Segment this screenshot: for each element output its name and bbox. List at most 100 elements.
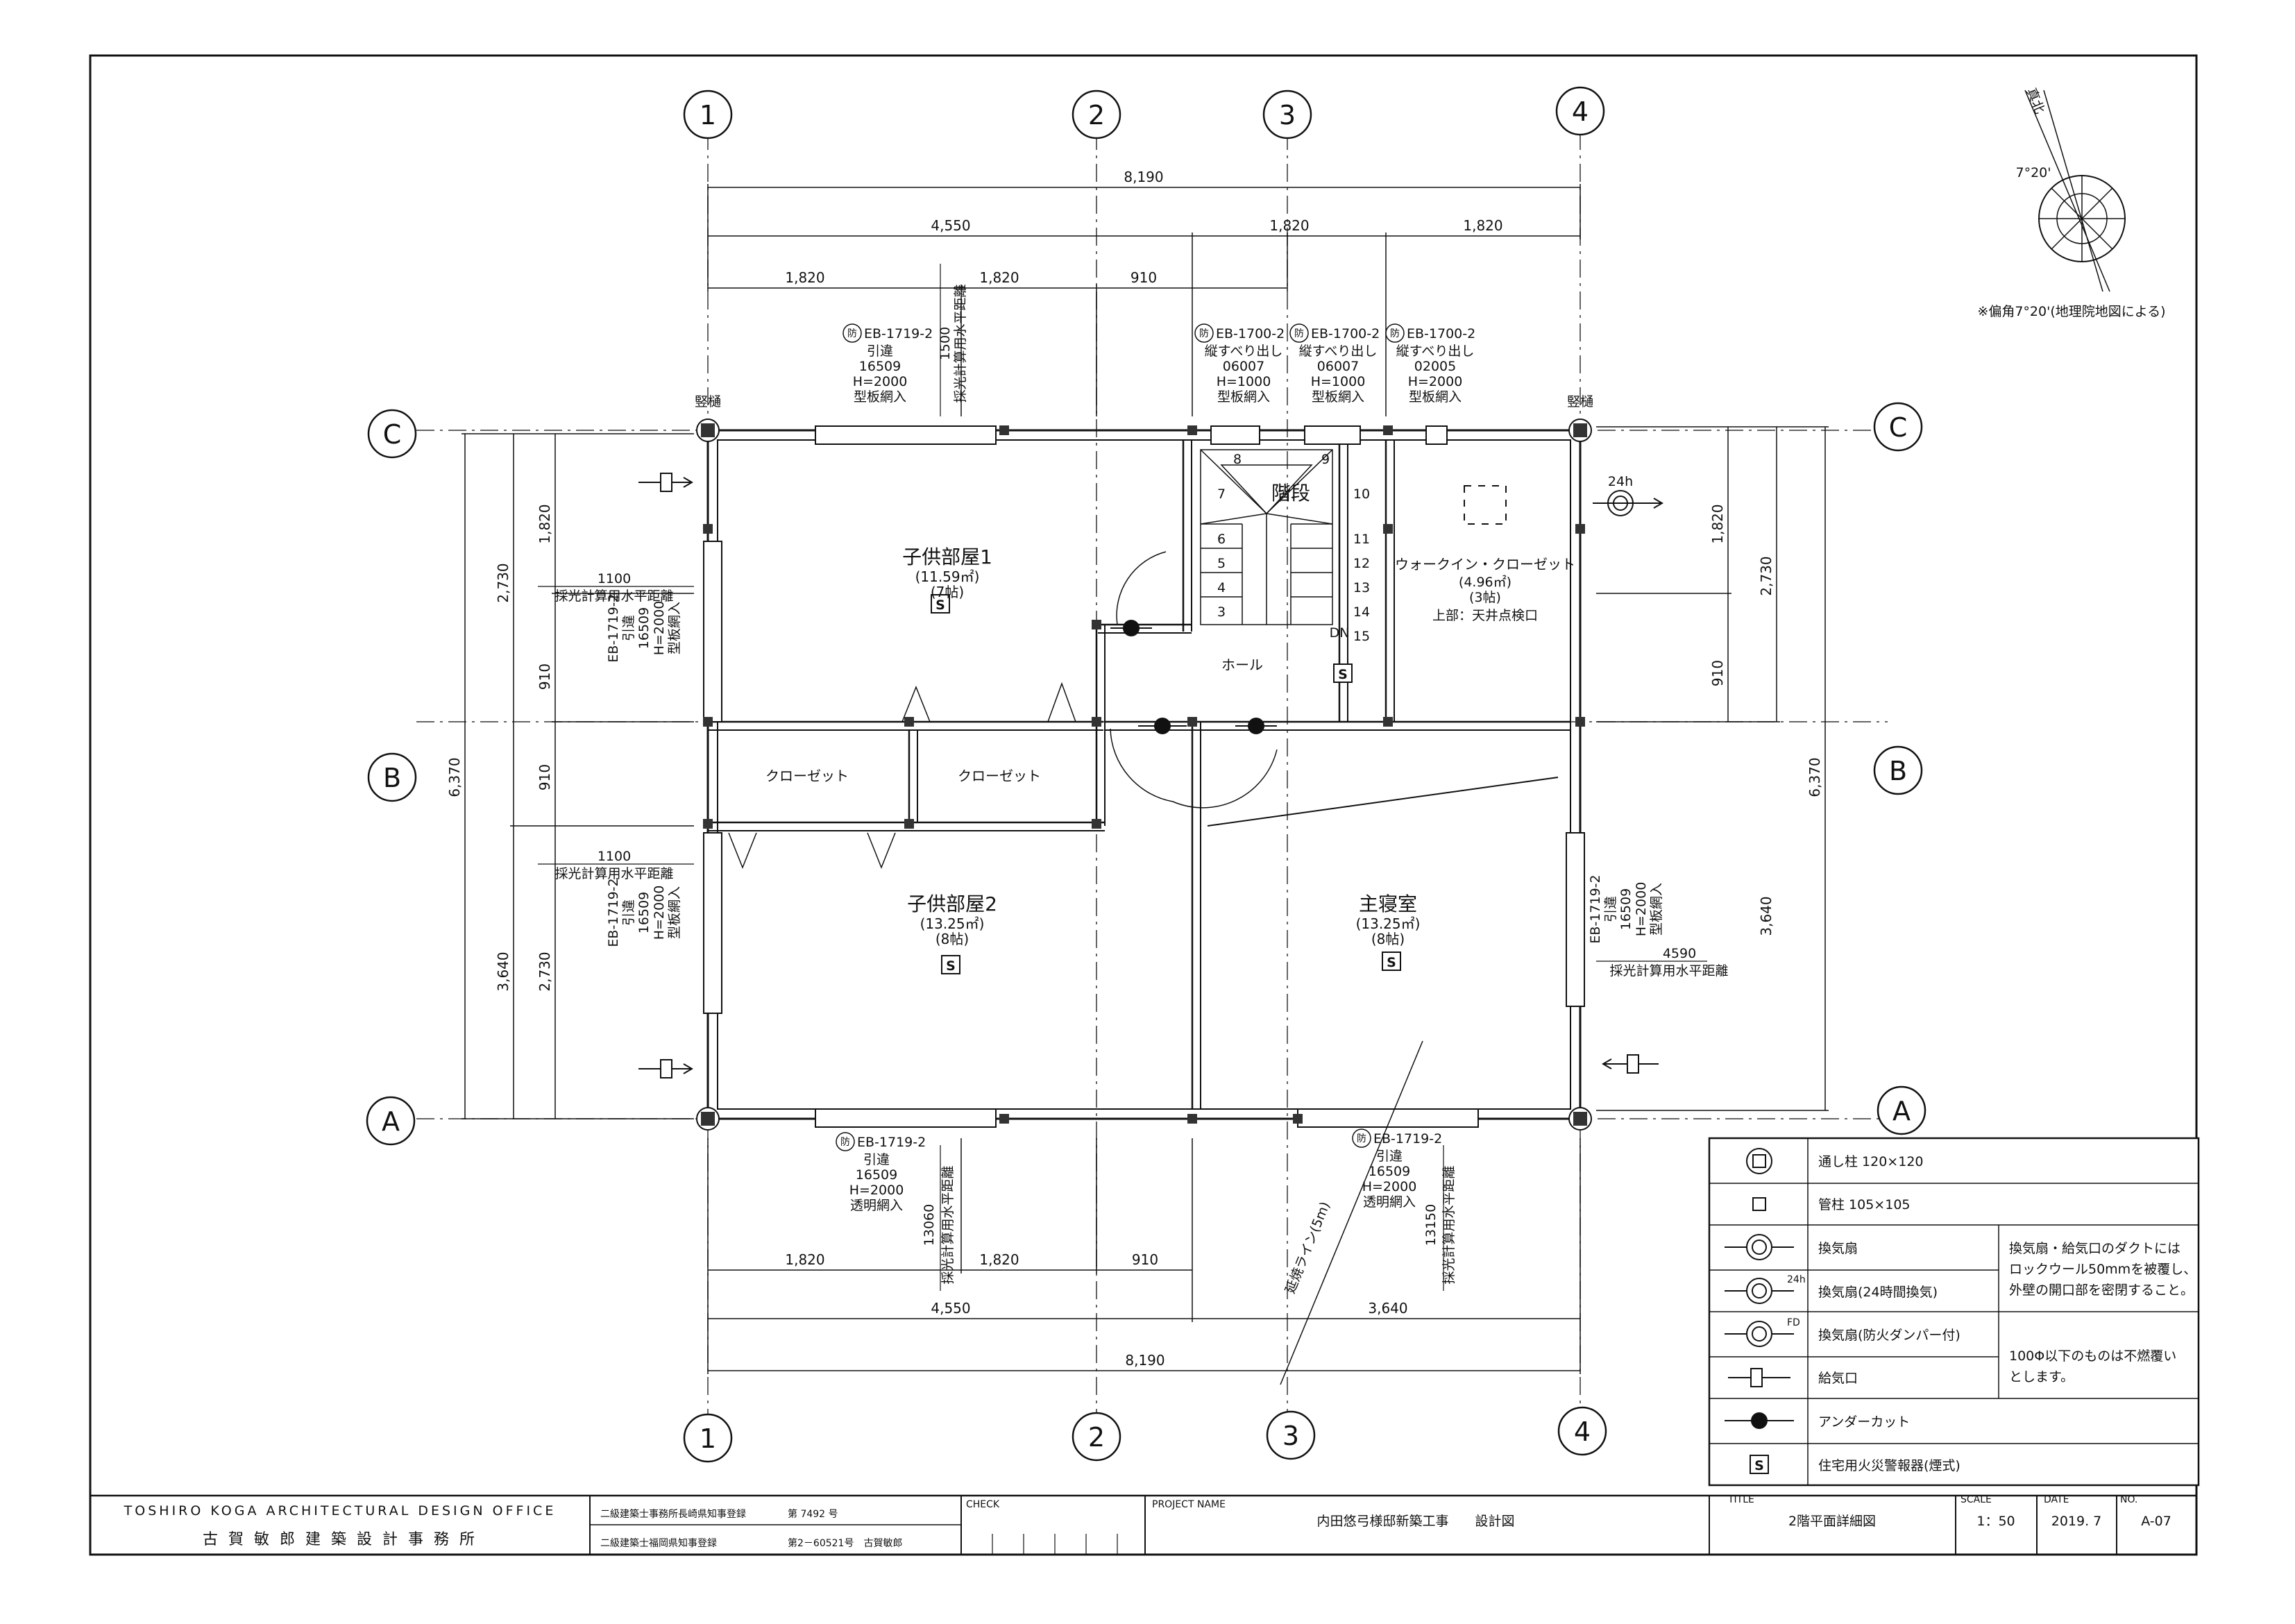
svg-text:H=2000: H=2000 (652, 601, 667, 656)
grid-bubble-B-right: B (1873, 745, 1923, 795)
svg-text:外壁の開口部を密閉すること。: 外壁の開口部を密閉すること。 (2009, 1283, 2194, 1298)
dim-left-3640: 3,640 (495, 951, 511, 991)
svg-text:NO.: NO. (2120, 1494, 2137, 1505)
svg-text:3: 3 (1279, 100, 1296, 130)
svg-text:型板網入: 型板網入 (1312, 389, 1364, 405)
grid-bubbles: 1 2 3 4 1 2 3 4 C B A C B A (366, 86, 1926, 1463)
svg-text:16509: 16509 (1369, 1164, 1410, 1179)
svg-text:15: 15 (1353, 629, 1370, 644)
svg-text:1500: 1500 (938, 327, 953, 360)
declination-note: ※偏角7°20'(地理院地図による) (1977, 304, 2165, 319)
svg-text:採光計算用水平距離: 採光計算用水平距離 (953, 284, 968, 403)
svg-text:H=2000: H=2000 (1408, 374, 1463, 389)
svg-text:EB-1700-2: EB-1700-2 (1216, 326, 1285, 341)
stairs-label: 階段 (1271, 482, 1310, 505)
legend-item-1: 管柱 105×105 (1818, 1197, 1911, 1212)
svg-text:16509: 16509 (636, 892, 652, 933)
svg-text:(8帖): (8帖) (1371, 931, 1405, 947)
svg-text:EB-1719-2: EB-1719-2 (864, 326, 933, 341)
columns (696, 418, 1592, 1131)
svg-text:防: 防 (1390, 328, 1400, 339)
vent-symbols: 24h (638, 473, 1663, 1079)
svg-text:EB-1719-2: EB-1719-2 (1588, 874, 1603, 943)
svg-text:(7帖): (7帖) (931, 584, 964, 600)
dim-right-3640: 3,640 (1758, 896, 1775, 936)
svg-text:DATE: DATE (2044, 1494, 2069, 1505)
office-name-jp: 古 賀 敏 郎 建 築 設 計 事 務 所 (203, 1531, 477, 1548)
downpipe-left: 竪樋 (695, 394, 721, 409)
svg-text:PROJECT NAME: PROJECT NAME (1152, 1499, 1226, 1510)
svg-text:06007: 06007 (1317, 359, 1359, 374)
svg-text:型板網入: 型板網入 (1217, 389, 1270, 405)
svg-text:(13.25㎡): (13.25㎡) (1356, 915, 1421, 932)
window-callout-left1: EB-1719-2 引違 16509 H=2000 型板網入 (606, 593, 682, 662)
stairs (1200, 449, 1333, 625)
grid-bubble-2-bottom: 2 (1072, 1412, 1121, 1462)
enshou-line-label: 延焼ライン(5m) (1282, 1200, 1333, 1296)
svg-text:引違: 引違 (621, 899, 636, 926)
svg-text:防: 防 (840, 1137, 850, 1148)
smoke-alarm-icon: S (941, 955, 960, 974)
svg-text:EB-1700-2: EB-1700-2 (1311, 326, 1380, 341)
walls (706, 429, 1582, 1120)
svg-text:12: 12 (1353, 556, 1370, 571)
dim-left-2730b: 2,730 (536, 951, 553, 991)
svg-text:縦すべり出し: 縦すべり出し (1299, 344, 1378, 359)
svg-text:とします。: とします。 (2009, 1369, 2074, 1385)
dim-top-1820a: 1,820 (785, 269, 824, 286)
room-wic-name: ウォークイン・クローゼット (1395, 556, 1575, 573)
svg-text:H=2000: H=2000 (1634, 882, 1649, 937)
dim-right-910: 910 (1709, 660, 1726, 686)
grid-bubble-3-top: 3 (1262, 90, 1312, 139)
dim-bottom-910: 910 (1132, 1251, 1158, 1268)
dim-left-910a: 910 (536, 663, 553, 690)
svg-text:FD: FD (1787, 1317, 1800, 1328)
svg-text:引違: 引違 (621, 615, 636, 641)
drawing-scale: 1：50 (1976, 1514, 2015, 1529)
svg-text:(4.96㎡): (4.96㎡) (1459, 574, 1511, 590)
svg-text:型板網入: 型板網入 (1649, 883, 1664, 936)
svg-text:EB-1719-2: EB-1719-2 (606, 878, 621, 947)
svg-text:1: 1 (700, 100, 716, 130)
svg-text:防: 防 (1357, 1133, 1366, 1144)
legend-item-2: 換気扇 (1818, 1241, 1858, 1256)
svg-text:S: S (1387, 955, 1396, 970)
doors (728, 551, 1559, 870)
window-callout-top3: 防 EB-1700-2 縦すべり出し 06007 H=1000 型板網入 (1289, 323, 1380, 405)
svg-text:3: 3 (1282, 1421, 1299, 1451)
svg-text:S: S (1754, 1458, 1764, 1473)
smoke-alarm-icon: S (931, 594, 950, 614)
grid-bubble-A-right: A (1877, 1085, 1926, 1135)
svg-text:(3帖): (3帖) (1469, 590, 1501, 605)
dim-top-1820b: 1,820 (1269, 217, 1309, 234)
svg-text:24h: 24h (1608, 474, 1633, 489)
dim-top-1820c: 1,820 (1463, 217, 1502, 234)
dim-left-1820: 1,820 (536, 504, 553, 543)
supply-vent-icon (638, 473, 693, 492)
svg-text:ロックウール50mmを被覆し、: ロックウール50mmを被覆し、 (2009, 1262, 2196, 1277)
svg-text:引違: 引違 (867, 344, 893, 359)
dim-bottom-1820b: 1,820 (979, 1251, 1019, 1268)
svg-text:13150: 13150 (1423, 1204, 1439, 1246)
svg-text:型板網入: 型板網入 (667, 886, 682, 939)
svg-text:24h: 24h (1787, 1274, 1806, 1285)
window-callout-left2: EB-1719-2 引違 16509 H=2000 型板網入 (606, 878, 682, 947)
svg-text:採光計算用水平距離: 採光計算用水平距離 (1441, 1165, 1457, 1284)
legend-item-6: アンダーカット (1818, 1414, 1910, 1430)
dim-bottom-4550: 4,550 (931, 1300, 970, 1317)
dim-top-total: 8,190 (1124, 169, 1163, 185)
undercut-markers (1110, 620, 1277, 734)
svg-text:型板網入: 型板網入 (854, 389, 906, 405)
project-name: 内田悠弓様邸新築工事 設計図 (1316, 1514, 1514, 1529)
svg-text:採光計算用水平距離: 採光計算用水平距離 (554, 589, 673, 604)
svg-text:S: S (935, 598, 945, 613)
stair-labels: 階段 8 9 10 7 11 6 12 5 13 4 14 3 15 DN (1217, 452, 1370, 644)
svg-text:4: 4 (1574, 1416, 1591, 1447)
svg-text:B: B (383, 763, 401, 793)
stairs-dn: DN (1330, 625, 1350, 641)
svg-text:11: 11 (1353, 532, 1370, 547)
dim-right-1820: 1,820 (1709, 504, 1726, 543)
north-arrow: 真北 7°20' ※偏角7°20'(地理院地図による) (1977, 86, 2165, 319)
title-block: TOSHIRO KOGA ARCHITECTURAL DESIGN OFFICE… (90, 1494, 2196, 1555)
drawing-title: 2階平面詳細図 (1788, 1514, 1876, 1529)
